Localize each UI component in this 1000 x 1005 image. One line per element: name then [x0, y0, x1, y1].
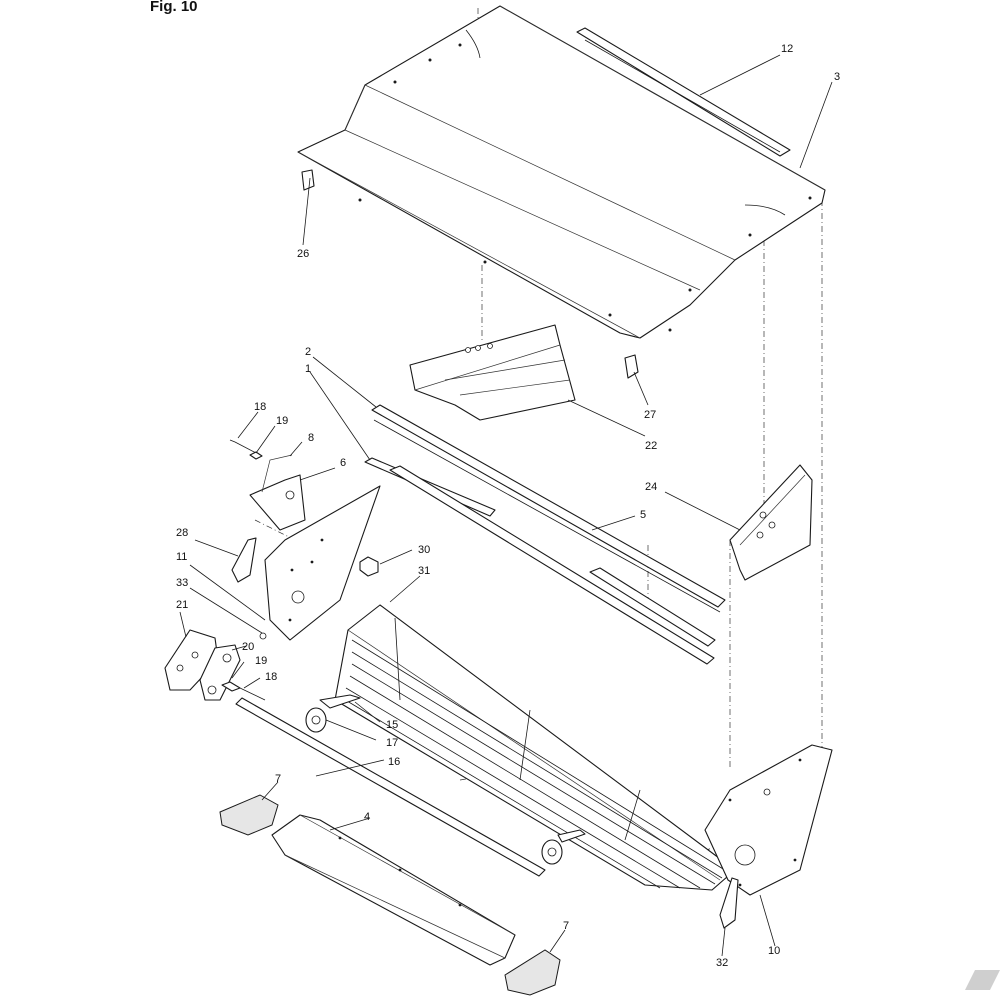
left-side-plate-part-6 — [264, 485, 381, 641]
hood-strip-part-12 — [576, 27, 791, 157]
callout-1: 1 — [305, 363, 311, 375]
bolt-spring-parts-18-19-top — [229, 439, 263, 460]
figure-title: Fig. 10 — [150, 0, 198, 15]
right-side-plate-part-10 — [704, 744, 833, 896]
clip-part-30 — [359, 556, 379, 577]
callout-15: 15 — [386, 719, 398, 731]
lever-part-20 — [199, 644, 241, 701]
callout-19-bottom: 19 — [255, 655, 267, 667]
callout-17: 17 — [386, 737, 398, 749]
top-hood-part-3 — [297, 5, 826, 339]
bracket-part-27 — [624, 354, 639, 379]
arm-part-15 — [319, 694, 361, 709]
callout-5: 5 — [640, 509, 646, 521]
callout-4: 4 — [364, 811, 370, 823]
callout-7-left: 7 — [275, 773, 281, 785]
hood-bolt-holes — [358, 43, 812, 332]
callout-18-top: 18 — [254, 401, 266, 413]
rail-part-5 — [589, 567, 716, 647]
k-logo-icon — [965, 970, 1000, 990]
callout-31: 31 — [418, 565, 430, 577]
bottom-tray-part-4 — [271, 814, 516, 966]
callout-leaders — [179, 54, 833, 957]
shield-part-7-left — [219, 794, 279, 836]
callout-21: 21 — [176, 599, 188, 611]
callout-3: 3 — [834, 71, 840, 83]
deflector-part-22 — [409, 324, 576, 421]
bolt-spring-parts-18-19-bottom — [221, 681, 266, 701]
callout-18-bottom: 18 — [265, 671, 277, 683]
arm-part-32 — [719, 877, 739, 929]
shaft-part-16 — [235, 697, 546, 877]
callout-8: 8 — [308, 432, 314, 444]
callout-10: 10 — [768, 945, 780, 957]
callout-26: 26 — [297, 248, 309, 260]
callout-2: 2 — [305, 346, 311, 358]
side-bracket-part-24 — [729, 464, 813, 581]
callout-32: 32 — [716, 957, 728, 969]
callout-22: 22 — [645, 440, 657, 452]
callout-12: 12 — [781, 43, 793, 55]
hook-part-26 — [301, 169, 315, 191]
callout-27: 27 — [644, 409, 656, 421]
callout-16: 16 — [388, 756, 400, 768]
callout-28: 28 — [176, 527, 188, 539]
bearing-right — [541, 829, 586, 865]
callout-30: 30 — [418, 544, 430, 556]
rails-parts-1-2 — [364, 404, 726, 613]
callout-labels: 12 3 26 27 22 2 1 18 19 8 6 24 5 28 30 1… — [176, 43, 840, 969]
callout-11: 11 — [176, 551, 187, 563]
callout-7-right: 7 — [563, 920, 569, 932]
shield-part-7-right — [504, 949, 561, 996]
callout-6: 6 — [340, 457, 346, 469]
callout-33: 33 — [176, 577, 188, 589]
arm-part-28 — [231, 537, 257, 583]
hinge-bracket-part-8 — [249, 454, 306, 531]
callout-19-top: 19 — [276, 415, 288, 427]
callout-20: 20 — [242, 641, 254, 653]
bearing-part-17 — [305, 707, 327, 733]
callout-24: 24 — [645, 481, 657, 493]
rail-lower — [389, 465, 715, 665]
clip-part-33 — [259, 632, 267, 640]
